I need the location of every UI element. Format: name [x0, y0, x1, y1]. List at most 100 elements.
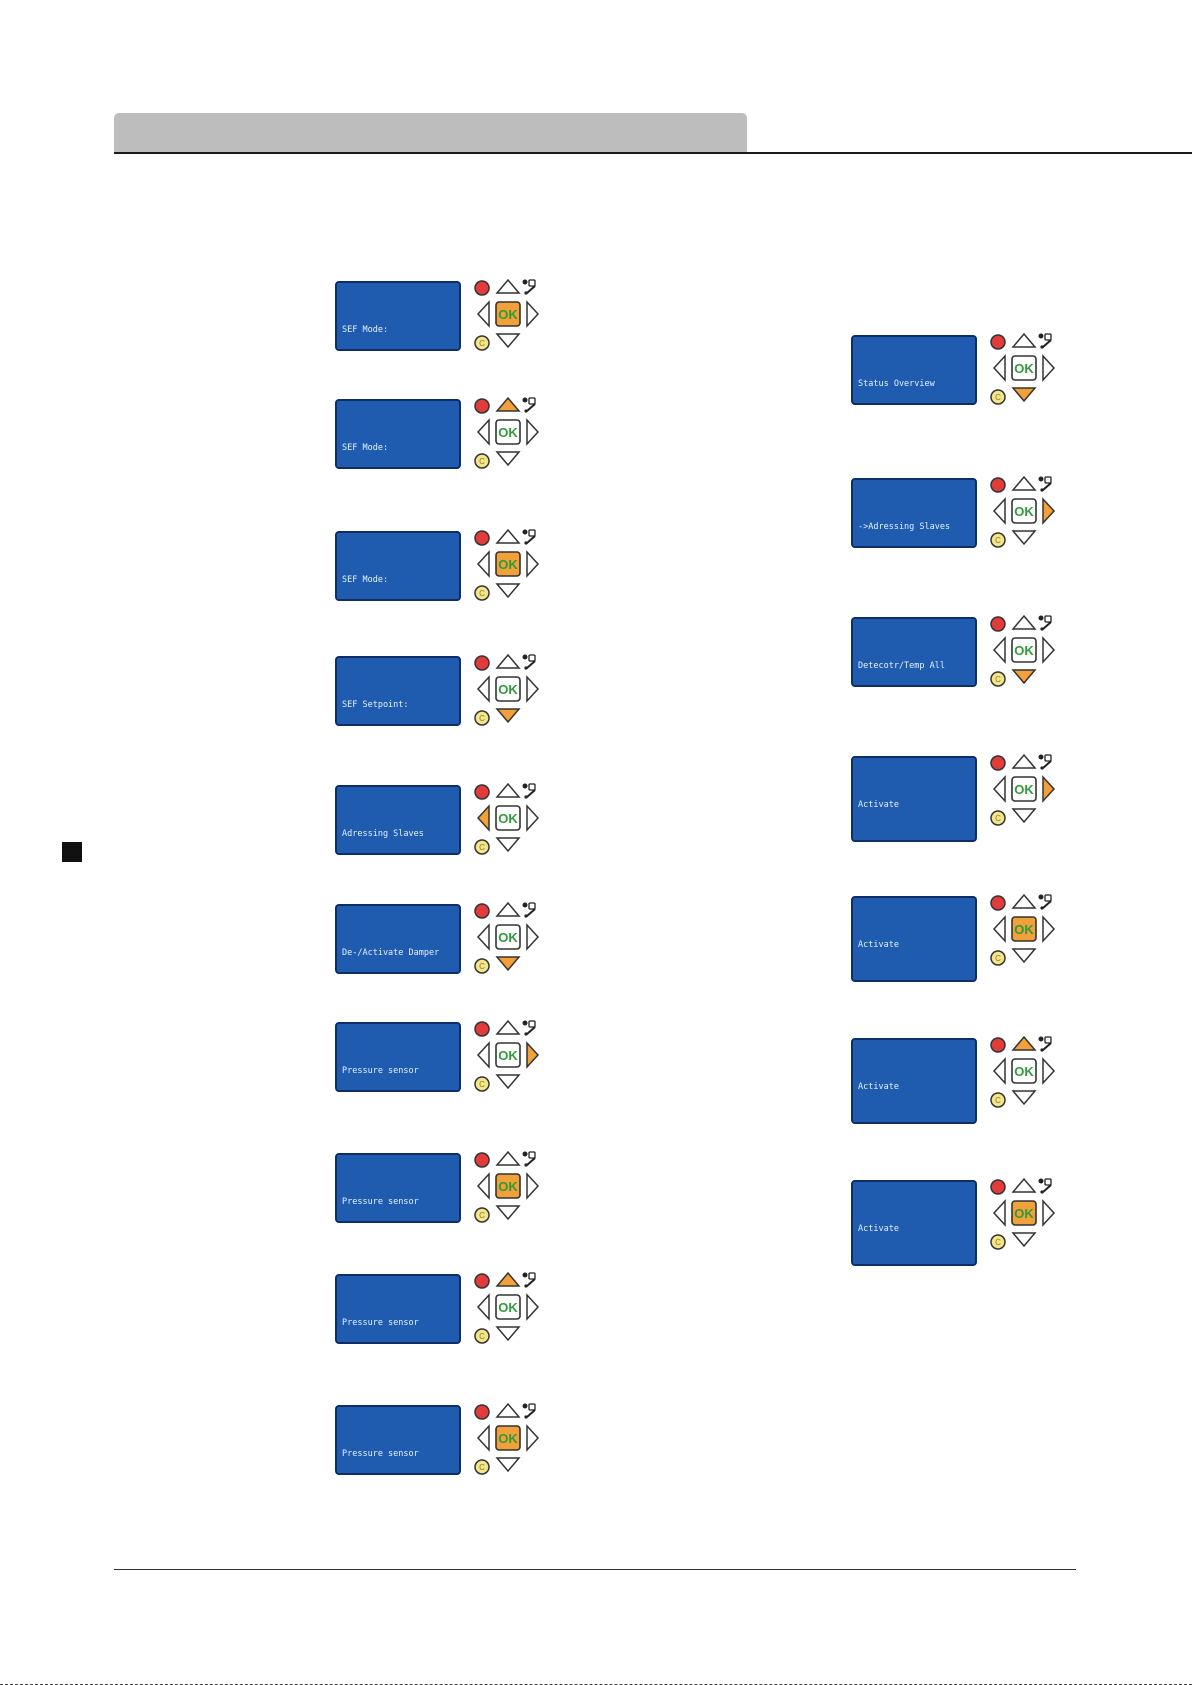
up-arrow-icon[interactable] [495, 1150, 521, 1166]
right-arrow-icon[interactable] [1042, 636, 1056, 664]
up-arrow-icon[interactable] [1011, 1177, 1037, 1193]
stop-button-icon[interactable] [474, 1152, 490, 1168]
up-arrow-icon[interactable] [495, 1402, 521, 1418]
left-arrow-icon[interactable] [476, 1041, 490, 1069]
down-arrow-icon[interactable] [1011, 948, 1037, 964]
ok-button[interactable] [495, 676, 521, 702]
down-arrow-icon[interactable] [1011, 387, 1037, 403]
down-arrow-icon[interactable] [495, 1326, 521, 1342]
stop-button-icon[interactable] [990, 755, 1006, 771]
up-arrow-icon[interactable] [495, 278, 521, 294]
up-arrow-icon[interactable] [495, 1019, 521, 1035]
up-arrow-icon[interactable] [495, 653, 521, 669]
right-arrow-icon[interactable] [1042, 497, 1056, 525]
right-arrow-icon[interactable] [1042, 1057, 1056, 1085]
c-button-icon[interactable] [990, 532, 1006, 548]
stop-button-icon[interactable] [990, 895, 1006, 911]
right-arrow-icon[interactable] [526, 675, 540, 703]
c-button-icon[interactable] [474, 1076, 490, 1092]
down-arrow-icon[interactable] [1011, 1090, 1037, 1106]
down-arrow-icon[interactable] [495, 837, 521, 853]
ok-button[interactable] [495, 1425, 521, 1451]
down-arrow-icon[interactable] [1011, 1232, 1037, 1248]
up-arrow-icon[interactable] [495, 396, 521, 412]
left-arrow-icon[interactable] [992, 1199, 1006, 1227]
up-arrow-icon[interactable] [1011, 893, 1037, 909]
ok-button[interactable] [1011, 916, 1037, 942]
right-arrow-icon[interactable] [526, 550, 540, 578]
right-arrow-icon[interactable] [526, 300, 540, 328]
right-arrow-icon[interactable] [526, 1424, 540, 1452]
c-button-icon[interactable] [474, 1207, 490, 1223]
stop-button-icon[interactable] [990, 477, 1006, 493]
c-button-icon[interactable] [990, 810, 1006, 826]
c-button-icon[interactable] [474, 710, 490, 726]
down-arrow-icon[interactable] [495, 333, 521, 349]
c-button-icon[interactable] [474, 1328, 490, 1344]
left-arrow-icon[interactable] [992, 636, 1006, 664]
right-arrow-icon[interactable] [1042, 354, 1056, 382]
stop-button-icon[interactable] [474, 530, 490, 546]
c-button-icon[interactable] [474, 335, 490, 351]
c-button-icon[interactable] [474, 958, 490, 974]
down-arrow-icon[interactable] [495, 583, 521, 599]
left-arrow-icon[interactable] [476, 1424, 490, 1452]
down-arrow-icon[interactable] [495, 956, 521, 972]
ok-button[interactable] [495, 1294, 521, 1320]
ok-button[interactable] [495, 1042, 521, 1068]
left-arrow-icon[interactable] [992, 1057, 1006, 1085]
stop-button-icon[interactable] [474, 280, 490, 296]
down-arrow-icon[interactable] [495, 1205, 521, 1221]
ok-button[interactable] [1011, 637, 1037, 663]
ok-button[interactable] [495, 301, 521, 327]
ok-button[interactable] [495, 924, 521, 950]
stop-button-icon[interactable] [990, 334, 1006, 350]
ok-button[interactable] [495, 419, 521, 445]
c-button-icon[interactable] [474, 1459, 490, 1475]
up-arrow-icon[interactable] [1011, 332, 1037, 348]
up-arrow-icon[interactable] [495, 782, 521, 798]
stop-button-icon[interactable] [474, 903, 490, 919]
left-arrow-icon[interactable] [992, 775, 1006, 803]
left-arrow-icon[interactable] [992, 354, 1006, 382]
ok-button[interactable] [1011, 498, 1037, 524]
down-arrow-icon[interactable] [495, 451, 521, 467]
up-arrow-icon[interactable] [1011, 1035, 1037, 1051]
left-arrow-icon[interactable] [476, 1293, 490, 1321]
right-arrow-icon[interactable] [526, 923, 540, 951]
stop-button-icon[interactable] [474, 655, 490, 671]
stop-button-icon[interactable] [474, 784, 490, 800]
left-arrow-icon[interactable] [476, 300, 490, 328]
right-arrow-icon[interactable] [526, 804, 540, 832]
left-arrow-icon[interactable] [992, 915, 1006, 943]
up-arrow-icon[interactable] [495, 528, 521, 544]
up-arrow-icon[interactable] [495, 901, 521, 917]
right-arrow-icon[interactable] [526, 1041, 540, 1069]
right-arrow-icon[interactable] [526, 1172, 540, 1200]
down-arrow-icon[interactable] [1011, 808, 1037, 824]
c-button-icon[interactable] [474, 839, 490, 855]
ok-button[interactable] [495, 1173, 521, 1199]
left-arrow-icon[interactable] [476, 550, 490, 578]
c-button-icon[interactable] [990, 950, 1006, 966]
right-arrow-icon[interactable] [1042, 775, 1056, 803]
right-arrow-icon[interactable] [1042, 1199, 1056, 1227]
left-arrow-icon[interactable] [476, 418, 490, 446]
down-arrow-icon[interactable] [495, 1457, 521, 1473]
stop-button-icon[interactable] [474, 1021, 490, 1037]
stop-button-icon[interactable] [474, 1273, 490, 1289]
c-button-icon[interactable] [990, 1092, 1006, 1108]
right-arrow-icon[interactable] [1042, 915, 1056, 943]
stop-button-icon[interactable] [990, 1037, 1006, 1053]
down-arrow-icon[interactable] [1011, 530, 1037, 546]
ok-button[interactable] [495, 805, 521, 831]
c-button-icon[interactable] [990, 671, 1006, 687]
right-arrow-icon[interactable] [526, 1293, 540, 1321]
up-arrow-icon[interactable] [1011, 475, 1037, 491]
left-arrow-icon[interactable] [476, 804, 490, 832]
stop-button-icon[interactable] [474, 398, 490, 414]
stop-button-icon[interactable] [990, 1179, 1006, 1195]
down-arrow-icon[interactable] [495, 1074, 521, 1090]
c-button-icon[interactable] [990, 1234, 1006, 1250]
stop-button-icon[interactable] [474, 1404, 490, 1420]
